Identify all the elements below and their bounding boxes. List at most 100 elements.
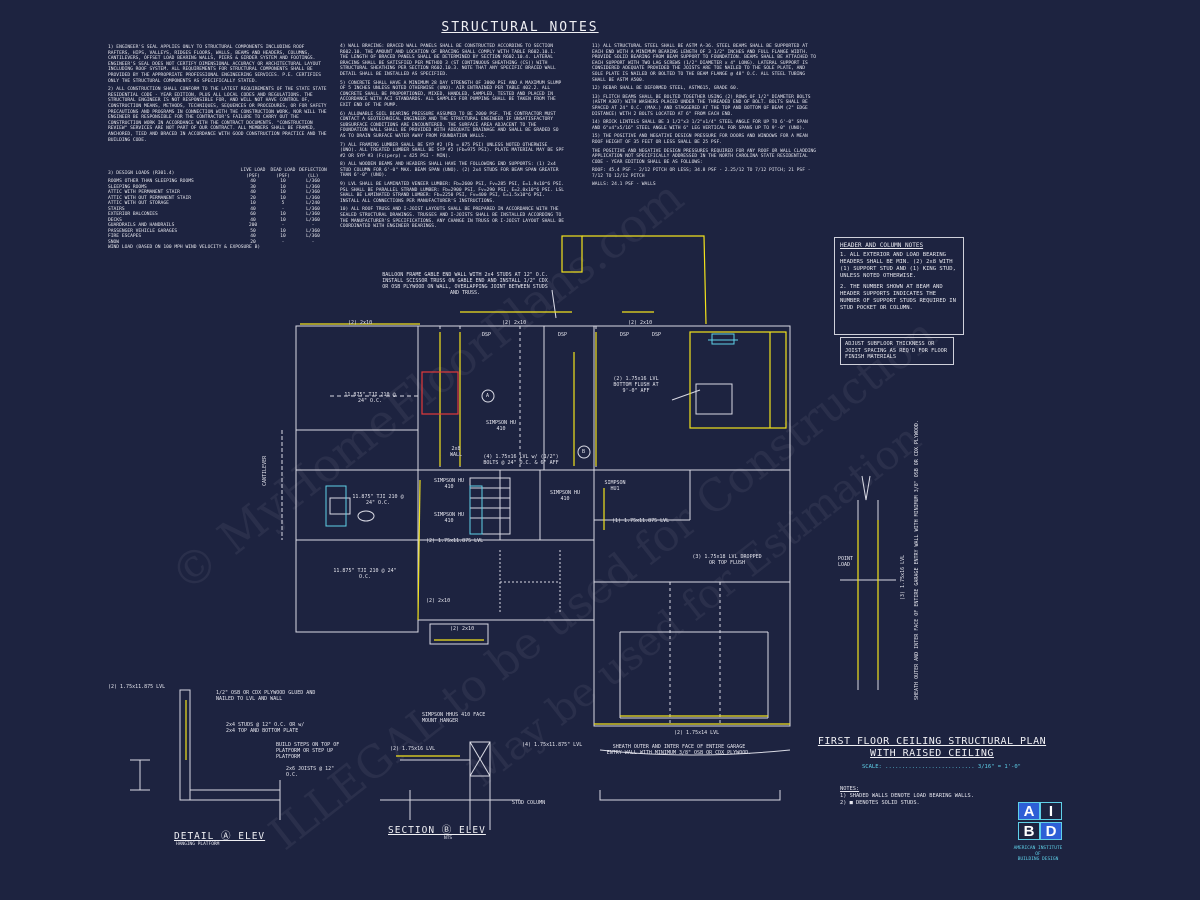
load-row-value: 50 <box>250 228 256 234</box>
load-row-value: - <box>311 223 315 228</box>
load-row-value: L/360 <box>306 212 320 217</box>
note-1: 1) ENGINEER'S SEAL APPLIES ONLY TO STRUC… <box>108 45 321 84</box>
detail-a-steps: BUILD STEPS ON TOP OF PLATFORM OR STEP U… <box>276 742 340 760</box>
adjust-subfloor-note: ADJUST SUBFLOOR THICKNESS OR JOIST SPACI… <box>840 337 954 365</box>
load-row-label: FIRE ESCAPES <box>108 234 142 239</box>
aibd-logo-text: AMERICAN INSTITUTE OF BUILDING DESIGN <box>998 846 1078 863</box>
load-row-label: SLEEPING ROOMS <box>108 184 147 190</box>
label-sheath-garage: SHEATH OUTER AND INTER FACE OF ENTIRE GA… <box>606 744 752 756</box>
load-row-value: L/360 <box>306 195 320 201</box>
load-row-label: ATTIC WITH PERMANENT STAIR <box>108 190 180 195</box>
note-6: 6) ALLOWABLE SOIL BEARING PRESSURE ASSUM… <box>340 111 559 139</box>
aibd-logo: A I B D <box>1014 802 1064 844</box>
loads-col-dead: DEAD LOAD (PSF) <box>270 168 296 179</box>
label-lvl-1: (2) 1.75x11.875 LVL <box>426 538 484 544</box>
load-row: SLEEPING ROOMS 30 10 L/360 <box>108 185 328 191</box>
wind-load-row: WIND LOAD (BASED ON 100 MPH WIND VELOCIT… <box>108 245 261 250</box>
plan-notes-heading: NOTES: <box>840 786 860 792</box>
label-header-2x10-d: (2) 2x10 <box>426 598 451 604</box>
note-11: 11) ALL STRUCTURAL STEEL SHALL BE ASTM A… <box>592 44 817 83</box>
section-b-lvl-a: (2) 1.75x16 LVL <box>390 746 436 752</box>
detail-a-osb: 1/2" OSB OR CDX PLYWOOD GLUED AND NAILED… <box>216 690 316 702</box>
plan-note-2: 2) ■ DENOTES SOLID STUDS. <box>840 800 920 806</box>
logo-line-2: OF <box>1035 851 1041 857</box>
load-row-value: 10 <box>280 190 286 195</box>
label-lvl-2: (1) 1.75x11.875 LVL <box>612 518 670 524</box>
load-row-label: EXTERIOR BALCONIES <box>108 212 158 217</box>
plan-notes: NOTES: 1) SHADED WALLS DENOTE LOAD BEARI… <box>840 786 974 807</box>
design-loads-table: 3) DESIGN LOADS (R301.4) LIVE LOAD (PSF)… <box>108 168 328 251</box>
header-column-note-2: 2. THE NUMBER SHOWN AT BEAM AND HEADER S… <box>840 284 956 311</box>
load-row-value: 30 <box>250 184 256 190</box>
load-row-label: SNOW <box>108 239 120 245</box>
label-simpson-b: SIMPSON HU 410 <box>433 478 465 490</box>
label-point-load: POINT LOAD <box>838 556 854 568</box>
label-simpson-e: SIMPSON HU1 <box>604 480 626 492</box>
note-roof: ROOF: 45.4 PSF - 2/12 PITCH OR LESS; 34.… <box>592 168 811 179</box>
detail-a-subtitle: HANGING PLATFORM <box>176 842 220 847</box>
load-row-value: 10 <box>280 234 286 239</box>
section-b-hanger: SIMPSON HHUS 410 FACE MOUNT HANGER <box>422 712 486 724</box>
label-header-2x10-b: (2) 2x10 <box>502 320 527 326</box>
label-tji-left-3: 11.875" TJI 210 @ 24" O.C. <box>333 568 397 580</box>
load-row-value: 20 <box>250 195 256 201</box>
logo-cell-i: I <box>1040 802 1062 820</box>
label-simpson-d: SIMPSON HU 410 <box>549 490 581 502</box>
logo-line-1: AMERICAN INSTITUTE <box>1013 846 1063 851</box>
load-row-value: 10 <box>250 201 256 206</box>
plan-garage-wall <box>593 469 791 727</box>
label-mark-b: B <box>582 449 586 455</box>
load-row-label: PASSENGER VEHICLE GARAGES <box>108 228 178 234</box>
plan-note-1: 1) SHADED WALLS DENOTE LOAD BEARING WALL… <box>840 793 974 799</box>
label-dsp-3: DSP <box>620 332 630 338</box>
load-row-value: 10 <box>280 184 286 190</box>
plan-scale: SCALE: ........................... 3/16"… <box>862 764 1021 770</box>
label-cantilever: CANTILEVER <box>262 455 268 486</box>
load-row-value: 40 <box>250 234 256 239</box>
label-dsp-2: DSP <box>558 332 568 338</box>
load-row-value: - <box>281 223 285 228</box>
load-row-value: 40 <box>250 179 256 184</box>
structural-notes-title: STRUCTURAL NOTES <box>441 20 599 35</box>
load-row-label: GUARDRAILS AND HANDRAILS <box>108 223 175 228</box>
loads-col-defl: DEFLECTION (LL) <box>299 168 327 179</box>
load-row-label: ATTIC WITH OUT STORAGE <box>108 201 169 206</box>
note-12: 12) REBAR SHALL BE DEFORMED STEEL, ASTM6… <box>592 86 739 92</box>
label-lvl-bolts: (4) 1.75x16 LVL w/ (1/2") BOLTS @ 24" O.… <box>483 454 559 466</box>
label-simpson-c: SIMPSON HU 410 <box>433 512 465 524</box>
load-row-value: - <box>311 239 315 245</box>
label-tji-left-2: 11.875" TJI 210 @ 24" O.C. <box>352 494 404 506</box>
notes-column-3: 11) ALL STRUCTURAL STEEL SHALL BE ASTM A… <box>592 44 817 191</box>
label-dsp-4: DSP <box>652 332 662 338</box>
load-row-label: STAIRS <box>108 206 125 212</box>
detail-a-lvl: (2) 1.75x11.875 LVL <box>108 684 166 690</box>
load-row-value: 40 <box>250 206 256 212</box>
section-b-title: SECTION Ⓑ ELEV <box>388 825 486 836</box>
notes-column-2: 4) WALL BRACING: BRACED WALL PANELS SHAL… <box>340 44 565 233</box>
load-row-value: L/360 <box>306 228 320 234</box>
detail-a-studs: 2x4 STUDS @ 12" O.C. OR w/ 2x4 TOP AND B… <box>226 722 305 734</box>
note-14: 14) BRICK LINTELS SHALL BE 3 1/2"x3 1/2"… <box>592 120 808 131</box>
label-simpson-a: SIMPSON HU 410 <box>485 420 517 432</box>
logo-cell-b: B <box>1018 822 1040 840</box>
load-row-value: 20 <box>250 239 256 245</box>
load-row-label: ROOMS OTHER THAN SLEEPING ROOMS <box>108 179 194 184</box>
load-row-value: L/360 <box>306 206 320 212</box>
logo-line-3: BUILDING DESIGN <box>1017 857 1059 862</box>
note-8: 8) ALL WOODEN BEAMS AND HEADERS SHALL HA… <box>340 162 559 179</box>
load-row-value: L/360 <box>306 234 320 239</box>
note-4: 4) WALL BRACING: BRACED WALL PANELS SHAL… <box>340 44 556 77</box>
label-tji-left-1: 11.875" TJI 210 @ 24" O.C. <box>344 392 396 404</box>
loads-col-live: LIVE LOAD (PSF) <box>240 168 266 179</box>
label-balloon-frame: BALLOON FRAME GABLE END WALL WITH 2x4 ST… <box>382 272 548 296</box>
section-b-subtitle: NTS <box>444 836 453 841</box>
load-row-value: L/360 <box>306 184 320 190</box>
